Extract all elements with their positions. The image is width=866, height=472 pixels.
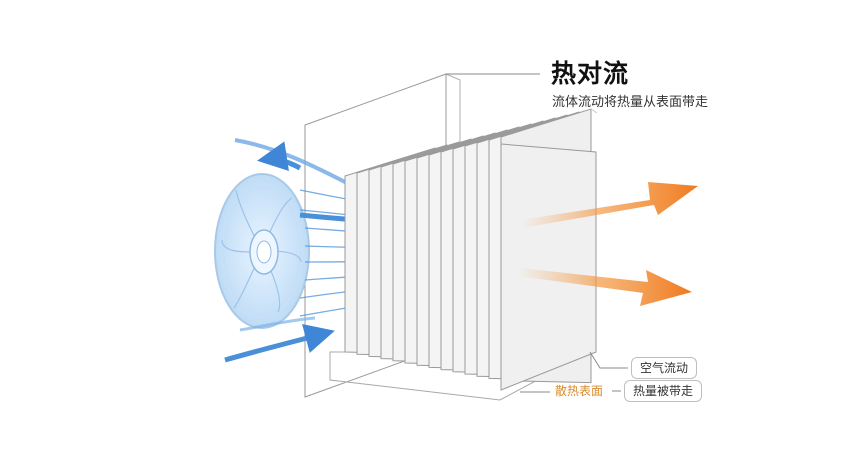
air-flow-leader [589,351,628,369]
heat-carried-label: 热量被带走 [624,380,703,402]
front-fin [500,143,597,391]
diagram-title: 热对流 [551,59,630,88]
heat-arrow-lower [518,268,692,306]
fan [214,173,310,329]
air-flow-arrows [224,138,391,363]
air-arrow-lower [239,316,316,332]
heat-sink-fins [344,108,598,391]
air-arrow-bottom [224,323,335,363]
heat-arrow-upper [520,182,698,228]
air-arrow-curl [257,141,302,172]
air-flow-label: 空气流动 [631,357,698,379]
leader-lines [446,73,628,393]
diagram-subtitle: 流体流动将热量从表面带走 [552,95,709,110]
fin-edge [590,108,598,114]
heat-flow-arrows [518,182,698,306]
heat-surface-label: 散热表面 [555,384,604,398]
